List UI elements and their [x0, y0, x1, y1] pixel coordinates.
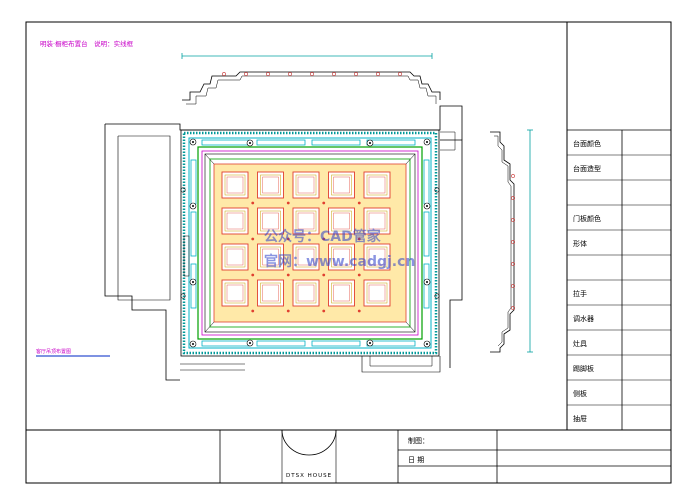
spec-row-label: 踢脚板 — [573, 364, 594, 373]
coffer-panel — [257, 207, 284, 235]
watermark-line-2: 官网：www.cadgj.cn — [264, 253, 415, 270]
coffer-panel — [363, 171, 391, 199]
coffer-panel — [363, 243, 391, 271]
header-note: 明装·橱柜布置台 说明：实线框 — [40, 39, 134, 48]
coffer-panel — [363, 207, 391, 235]
side-section-elevation — [490, 129, 533, 353]
coffer-panel — [328, 279, 355, 307]
cove-step-1 — [204, 153, 416, 333]
coffer-panel — [363, 279, 391, 307]
sheet-border — [25, 21, 672, 484]
title-block-house-label: DTSX HOUSE — [286, 473, 332, 479]
top-section-elevation — [181, 53, 441, 105]
coffer-panel — [221, 279, 249, 307]
ceiling-fixtures — [183, 138, 431, 348]
coffer-grid — [221, 171, 391, 313]
coffer-panel — [257, 243, 284, 271]
ceiling-plan — [180, 129, 440, 357]
ceiling-outline — [180, 129, 440, 357]
coffer-panel — [257, 171, 284, 199]
coffer-panel — [328, 243, 355, 271]
spec-row-label: 侧板 — [573, 389, 587, 398]
spec-row-label: 台面造型 — [573, 164, 601, 173]
coffer-panel — [328, 171, 355, 199]
green-cove-inner — [209, 158, 411, 328]
green-cove-outer — [197, 146, 423, 340]
watermark-line-1: 公众号：CAD管家 — [264, 228, 382, 245]
coffer-panel — [292, 171, 320, 199]
coffer-panel — [328, 207, 355, 235]
room-walls — [104, 105, 463, 381]
coffer-panel — [257, 279, 284, 307]
legend-note: 客厅吊顶布置图 — [36, 348, 71, 355]
spec-row-label: 抽屉 — [573, 414, 587, 423]
coffer-panel — [292, 243, 320, 271]
coffer-panel — [221, 243, 249, 271]
coffer-panel — [221, 207, 249, 235]
spec-row-label: 形体 — [573, 239, 587, 248]
title-block-date-label: 制图： — [408, 436, 429, 445]
coffer-panel — [292, 279, 320, 307]
title-block-designer-label: 日 期 — [408, 456, 424, 464]
magenta-cove — [201, 150, 419, 336]
spec-table-grid — [567, 129, 671, 406]
spec-row-label: 拉手 — [573, 289, 587, 298]
coffer-panel — [221, 171, 249, 199]
coffer-panel — [292, 207, 320, 235]
title-block-arc — [281, 429, 337, 456]
spec-row-label: 灶具 — [573, 339, 587, 348]
spec-row-label: 台面颜色 — [573, 139, 601, 148]
spec-row-label: 门板颜色 — [573, 214, 601, 223]
spec-row-label: 调水器 — [573, 314, 594, 323]
